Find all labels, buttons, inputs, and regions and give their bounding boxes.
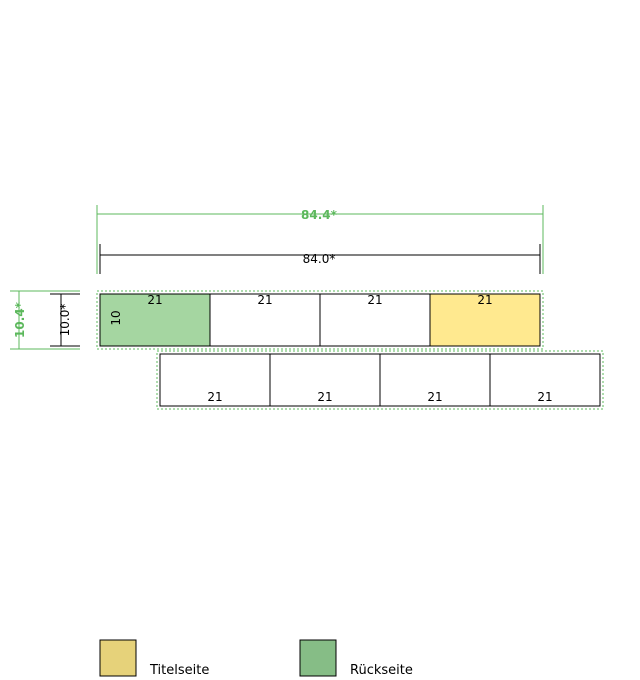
legend-label-front: Titelseite — [149, 663, 209, 678]
outer-height-dimension — [10, 290, 80, 350]
panel-width-label: 21 — [537, 390, 552, 404]
legend-swatch-front — [99, 639, 137, 677]
panel — [379, 353, 491, 407]
panel-width-label: 21 — [147, 293, 162, 307]
panel-width-label: 21 — [427, 390, 442, 404]
panel — [269, 353, 381, 407]
panel — [489, 353, 601, 407]
panel-width-label: 21 — [367, 293, 382, 307]
strip-2: 21 21 21 21 — [156, 350, 604, 410]
inner-height-dimension — [50, 293, 80, 347]
outer-width-dimension — [96, 205, 544, 274]
panel-width-label: 21 — [207, 390, 222, 404]
panel — [209, 293, 321, 347]
panel-back — [99, 293, 211, 347]
panel-width-label: 21 — [257, 293, 272, 307]
outer-height-label: 10.4* — [13, 301, 27, 338]
legend: Titelseite Rückseite — [99, 639, 413, 678]
inner-width-label: 84.0* — [303, 252, 336, 266]
legend-label-back: Rückseite — [350, 663, 413, 678]
outer-width-label: 84.4* — [301, 208, 338, 222]
panel-width-label: 21 — [317, 390, 332, 404]
panel-front — [429, 293, 541, 347]
panel-width-label: 21 — [477, 293, 492, 307]
legend-swatch-back — [299, 639, 337, 677]
panel — [159, 353, 271, 407]
inner-height-label: 10.0* — [58, 304, 72, 337]
panel — [319, 293, 431, 347]
panel-height-label: 10 — [109, 310, 123, 325]
inner-width-dimension — [99, 244, 541, 274]
strip-1: 21 21 21 21 10 — [96, 290, 544, 350]
